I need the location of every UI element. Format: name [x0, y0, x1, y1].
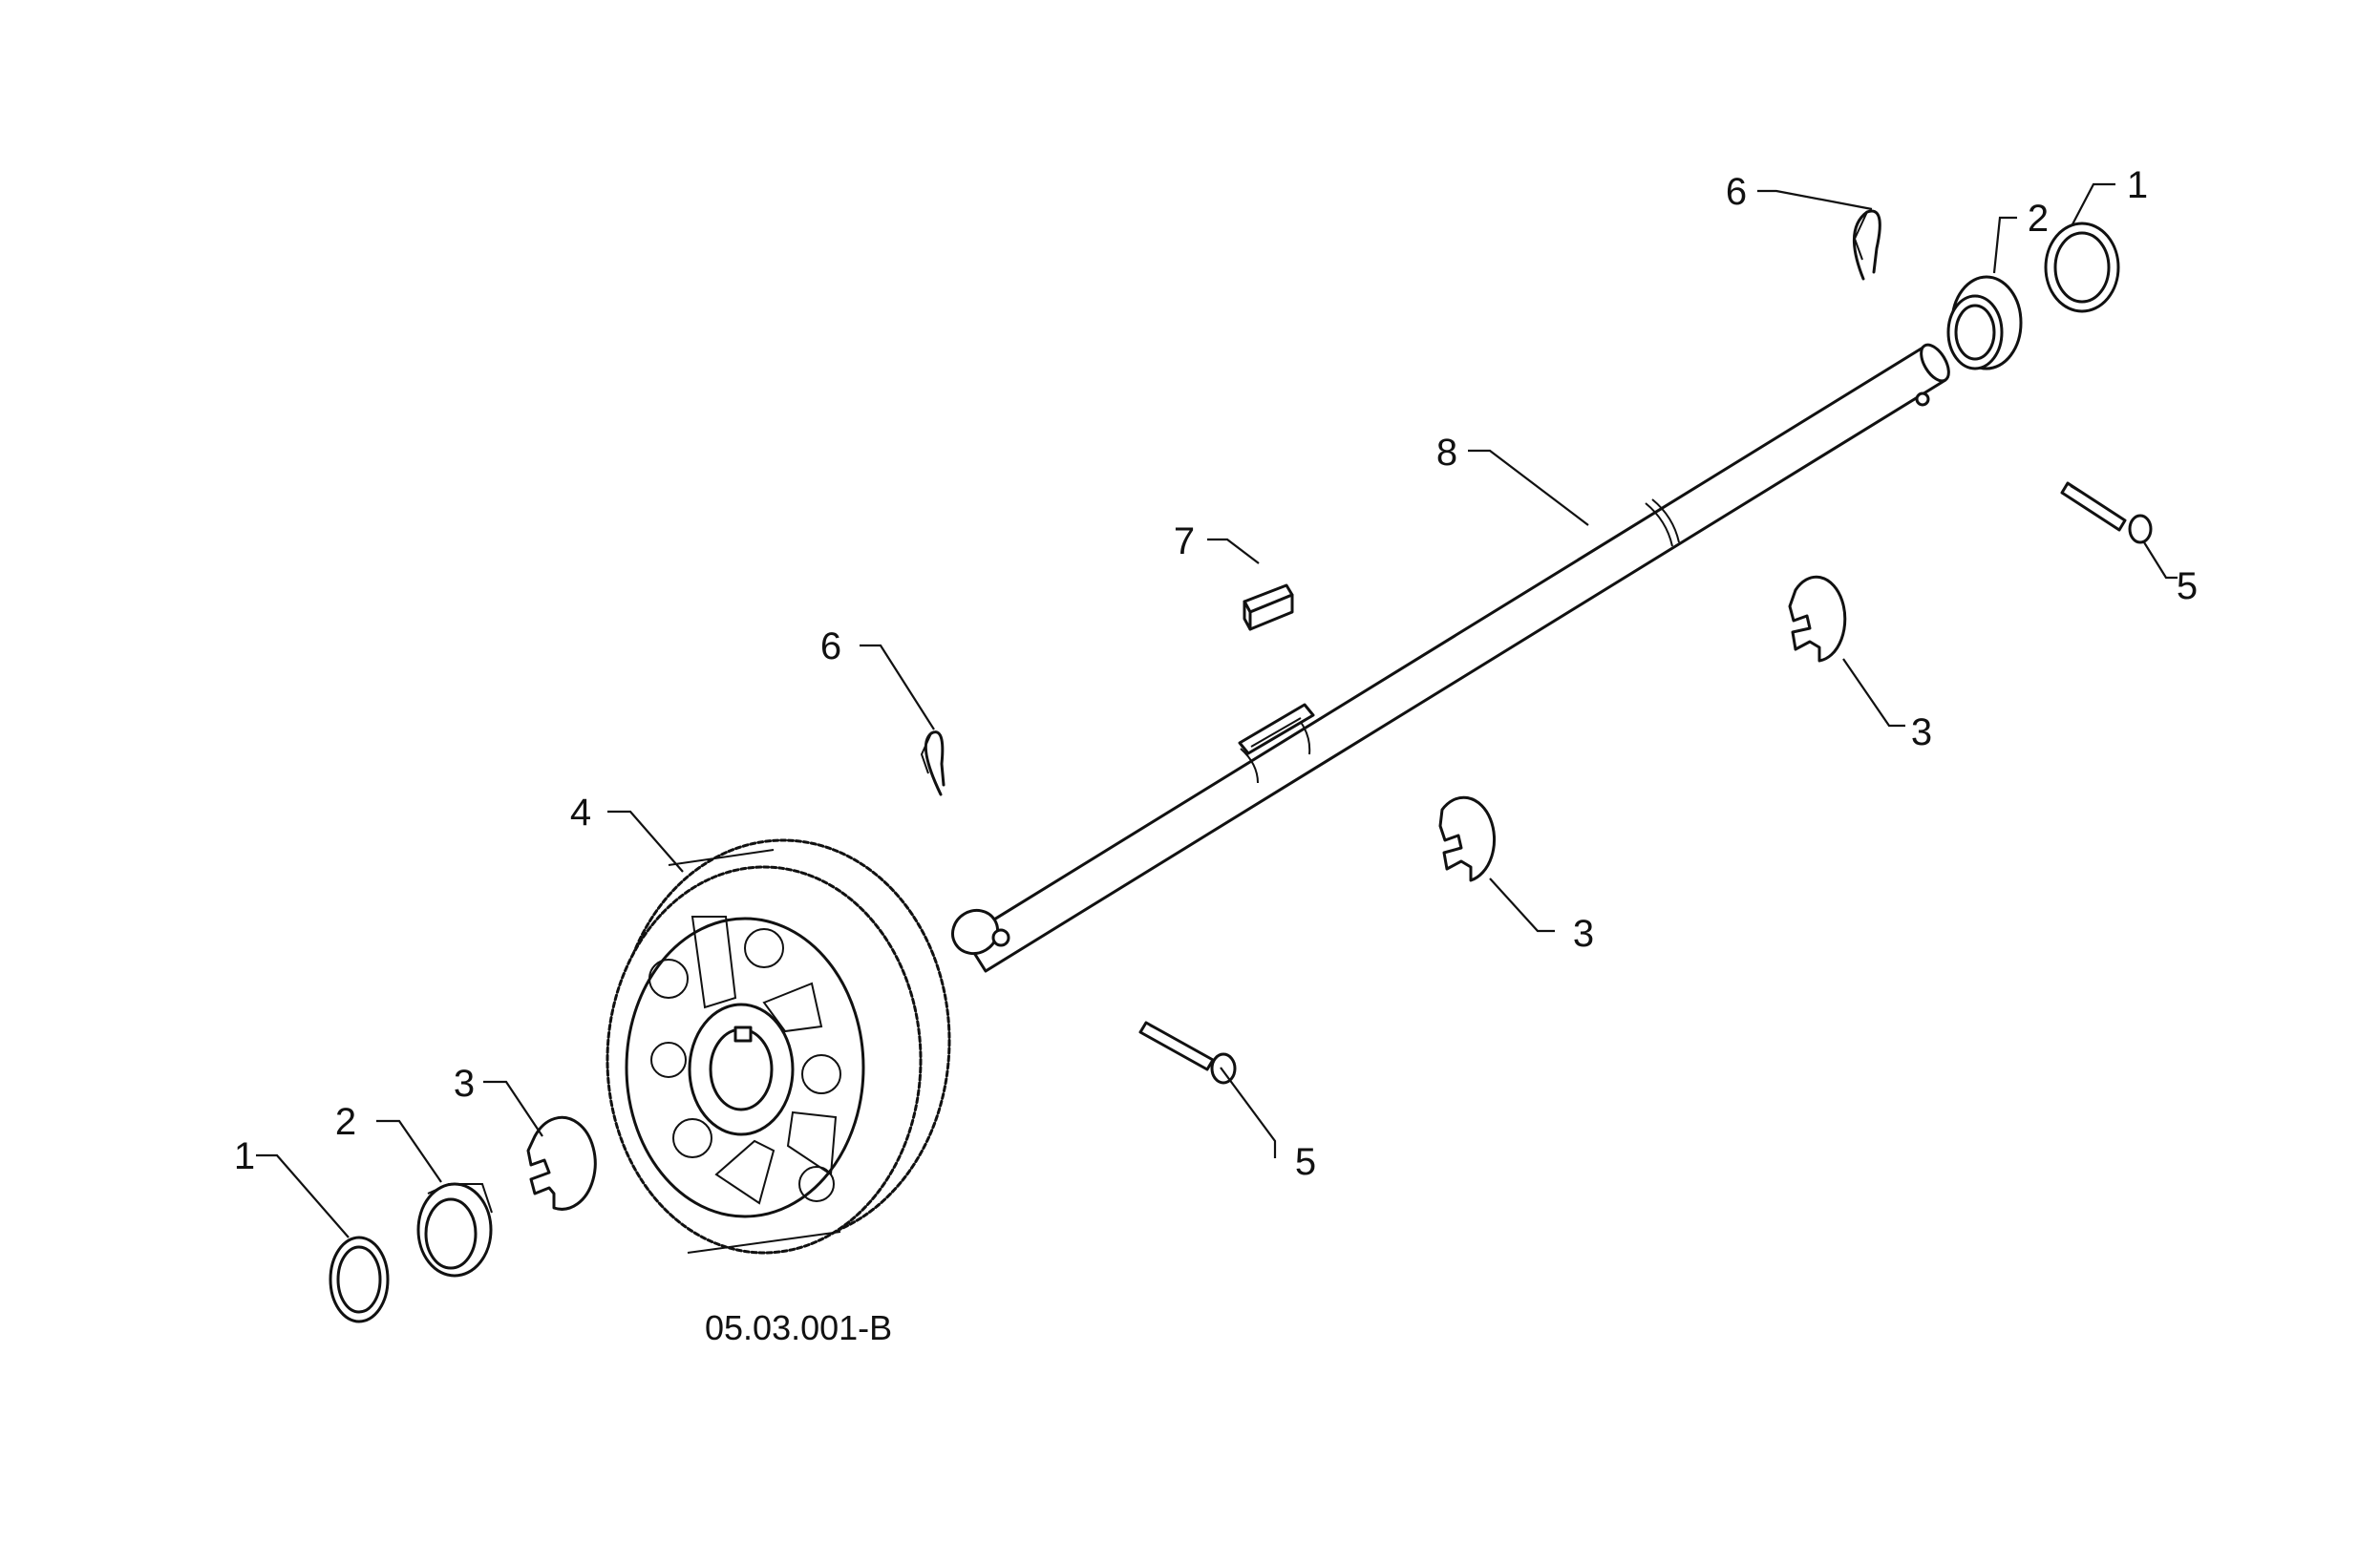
- left-washer: [329, 1236, 390, 1323]
- callout-right-washer: 1: [2127, 164, 2148, 206]
- right-bushing: [1946, 275, 2023, 370]
- middle-eclip: [1438, 795, 1497, 882]
- callout-left-washer: 1: [234, 1135, 255, 1177]
- right-pin: [2060, 481, 2153, 544]
- callout-lower-pin: 5: [1295, 1141, 1316, 1183]
- callout-shaft: 8: [1436, 432, 1457, 474]
- callout-left-bushing: 2: [335, 1101, 356, 1143]
- callout-left-eclip: 3: [454, 1063, 475, 1105]
- left-hairpin: [920, 730, 946, 796]
- leader-lines: [256, 182, 2178, 1238]
- shaft: [951, 343, 1950, 973]
- callout-middle-eclip: 3: [1573, 913, 1594, 955]
- gear: [606, 838, 951, 1255]
- callout-key: 7: [1174, 520, 1195, 562]
- callout-right-bushing: 2: [2028, 198, 2049, 240]
- figure-code: 05.03.001-B: [705, 1308, 892, 1347]
- callout-left-hairpin: 6: [820, 625, 841, 667]
- callout-gear: 4: [570, 792, 591, 834]
- callout-right-hairpin: 6: [1726, 171, 1747, 213]
- left-eclip: [526, 1115, 597, 1211]
- left-bushing: [416, 1182, 493, 1278]
- callout-right-eclip: 3: [1911, 711, 1932, 753]
- right-hairpin: [1853, 209, 1881, 281]
- callout-labels: 1 2 3 4 5 6 7 8 3 3 5 6 2 1: [234, 164, 2198, 1183]
- callout-right-pin: 5: [2177, 565, 2198, 607]
- lower-pin: [1138, 1021, 1237, 1085]
- right-washer: [2044, 222, 2120, 313]
- right-eclip: [1788, 575, 1847, 663]
- key: [1243, 583, 1294, 631]
